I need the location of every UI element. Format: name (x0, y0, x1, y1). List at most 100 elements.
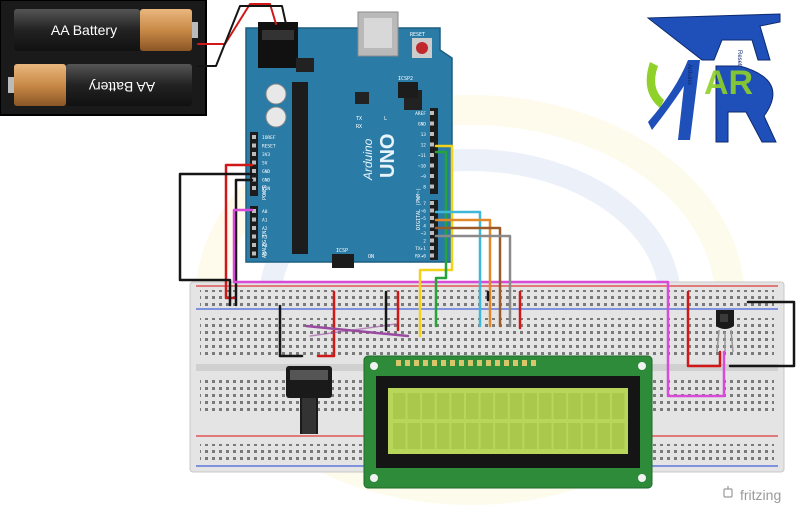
lcd-pin (513, 360, 518, 366)
tx-label: TX (356, 116, 362, 122)
pin-label: ~6 (421, 209, 427, 215)
lcd-pin (477, 360, 482, 366)
header-pin (252, 226, 256, 230)
icsp2-header (398, 82, 418, 98)
wires (178, 3, 796, 398)
lcd-char-cell (597, 393, 610, 419)
icsp-header (332, 254, 354, 268)
wire-lcd-vss (309, 323, 397, 337)
lcd-pin (531, 360, 536, 366)
lcd-char-cell (509, 423, 523, 449)
reset-label: RESET (410, 32, 425, 38)
header-pin (430, 201, 434, 205)
analog-section-label: ANALOG IN (262, 231, 268, 258)
header-pin (430, 153, 434, 157)
lcd-pin (486, 360, 491, 366)
header-pin (252, 152, 256, 156)
pin-label: 7 (423, 201, 426, 207)
pin-label: 4 (423, 224, 426, 230)
logo-monogram: AR (704, 64, 753, 102)
wire-d4-orange (434, 218, 492, 328)
battery-label-1: AA Battery (51, 22, 117, 38)
wire-gnd-2 (234, 178, 254, 307)
pin-label: 8 (423, 185, 426, 191)
pin-label: 2 (423, 239, 426, 245)
lcd-char-cell (568, 423, 581, 449)
lcd-pin (495, 360, 500, 366)
wire-sensor-vcc (686, 290, 722, 368)
wire-gnd-arduino (178, 172, 254, 307)
fritzing-icon (723, 486, 733, 498)
logo-small-text-left: Arduino (686, 64, 692, 85)
pin-label: ~3 (421, 231, 427, 237)
header-pin (430, 111, 434, 115)
lcd-char-cell (436, 423, 450, 449)
header-pin (430, 163, 434, 168)
icsp-label: ICSP (336, 248, 348, 254)
header-pin (252, 169, 256, 173)
header-pin (252, 234, 256, 239)
lcd-pin (432, 360, 437, 366)
pin-label: A0 (262, 209, 268, 215)
lcd-pin (504, 360, 509, 366)
fritzing-label: fritzing (740, 487, 781, 503)
lcd-pin (468, 360, 473, 366)
header-pin (430, 121, 434, 126)
lcd-char-cell (466, 423, 479, 449)
header-pin (430, 174, 434, 178)
lcd-char-cell (422, 393, 435, 419)
wire-pot-wiper (304, 324, 410, 338)
pin-label: AREF (415, 111, 426, 117)
lcd-char-cell (436, 393, 450, 419)
lcd-pin (396, 360, 401, 366)
wire-pot-gnd (278, 304, 304, 358)
pin-label: TX▸1 (415, 246, 426, 252)
temperature-sensor (716, 310, 734, 353)
battery-cell-1: AA Battery (14, 9, 198, 51)
wire-sensor-gnd (728, 300, 796, 368)
lcd-char-cell (553, 423, 567, 449)
digital-section-label: DIGITAL (PWM~) (416, 188, 422, 230)
pin-label: ~10 (418, 164, 426, 170)
pin-label: A5 (262, 252, 268, 258)
lcd-char-cell (480, 423, 494, 449)
fritzing-watermark: fritzing (723, 486, 781, 503)
lcd-char-cell (451, 393, 464, 419)
lcd-char-cell (422, 423, 435, 449)
pin-label: 13 (421, 132, 427, 138)
lcd-char-cell (466, 393, 479, 419)
wire-battery-positive (197, 3, 277, 45)
lcd-pin (450, 360, 455, 366)
wire-battery-negative (197, 5, 287, 67)
header-pin (252, 143, 256, 148)
header-pin (252, 217, 256, 222)
arduino-brand: Arduino (361, 138, 375, 181)
lcd-pin-row (396, 360, 536, 366)
arduino-model: UNO (377, 134, 399, 178)
arduino-uno: Arduino UNO POWER ANALOG IN DIGITAL (PWM… (245, 11, 453, 268)
lcd-pin (405, 360, 410, 366)
header-pin (430, 231, 434, 235)
header-pin (430, 246, 434, 250)
lcd-char-cell (524, 423, 537, 449)
pin-label: 5V (262, 161, 268, 167)
pin-label: GND (262, 178, 270, 184)
wire-d11-green (434, 150, 448, 328)
on-label: ON (368, 254, 374, 260)
lcd-char-cell (582, 423, 596, 449)
ar-logo: AR Arduino Reset (646, 13, 781, 143)
l-led-label: L (384, 116, 387, 122)
lcd-char-cell (393, 393, 406, 419)
lcd-char-cell (495, 423, 508, 449)
header-pin (430, 253, 434, 258)
lcd-char-cell (612, 423, 625, 449)
header-pin (252, 160, 256, 165)
pin-label: IOREF (262, 135, 276, 141)
lcd-char-cell (568, 393, 581, 419)
pin-label: A4 (262, 243, 268, 249)
header-pin (252, 135, 256, 139)
pin-label: GND (418, 122, 426, 128)
